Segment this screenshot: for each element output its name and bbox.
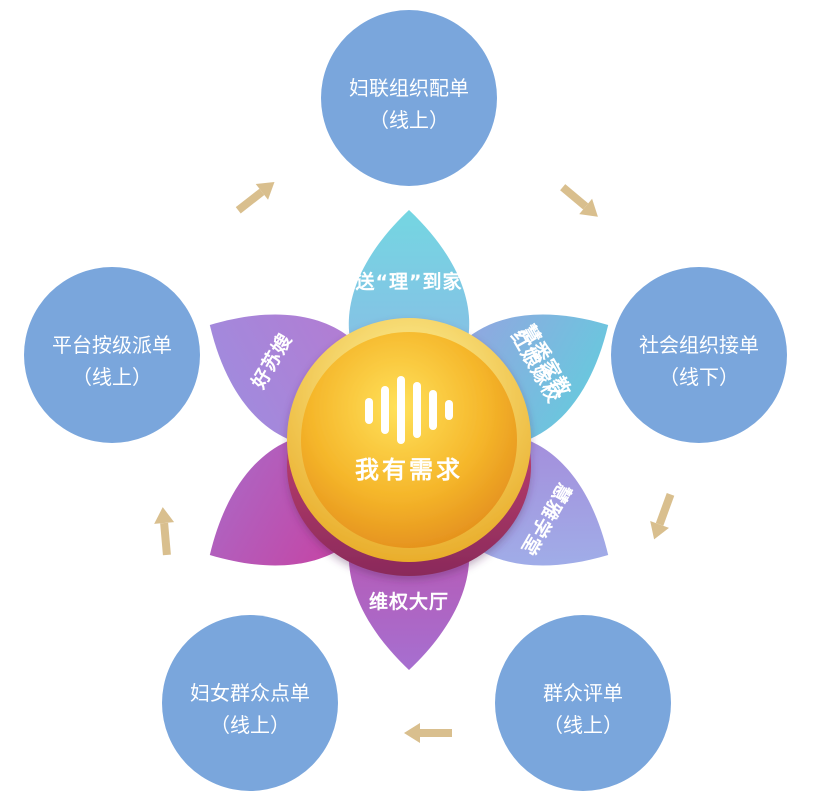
soundwave-icon	[365, 376, 453, 444]
arrow-3	[650, 492, 675, 540]
step-circle-3: 群众评单 （线上）	[495, 615, 671, 791]
step-sub-5: （线上）	[72, 365, 152, 389]
arrow-1	[235, 181, 275, 214]
step-title-4: 妇女群众点单	[190, 681, 310, 705]
step-circle-5: 平台按级派单 （线上）	[24, 267, 200, 443]
step-sub-4: （线上）	[210, 713, 290, 737]
step-title-5: 平台按级派单	[52, 333, 172, 357]
petal-label-4: 维权大厅	[369, 590, 449, 613]
flower: 送“理”到家 慧悉家教 慧雅学堂 维权大厅 红娘嫁校 好苏嫂	[209, 210, 609, 670]
center-label: 我有需求	[355, 456, 463, 484]
step-title-2: 社会组织接单	[639, 333, 759, 357]
step-sub-3: （线上）	[543, 713, 623, 737]
arrow-2	[560, 184, 598, 217]
arrow-5	[154, 507, 175, 556]
step-sub-1: （线上）	[369, 108, 449, 132]
step-title-1: 妇联组织配单	[349, 76, 469, 100]
step-title-3: 群众评单	[543, 681, 623, 705]
center-medallion[interactable]	[287, 318, 531, 576]
step-circle-4: 妇女群众点单 （线上）	[162, 615, 338, 791]
petal-label-1: 送“理”到家	[356, 270, 463, 293]
step-circle-1: 妇联组织配单 （线上）	[321, 10, 497, 186]
arrow-4	[404, 723, 452, 743]
step-circle-2: 社会组织接单 （线下）	[611, 267, 787, 443]
step-sub-2: （线下）	[659, 365, 739, 389]
